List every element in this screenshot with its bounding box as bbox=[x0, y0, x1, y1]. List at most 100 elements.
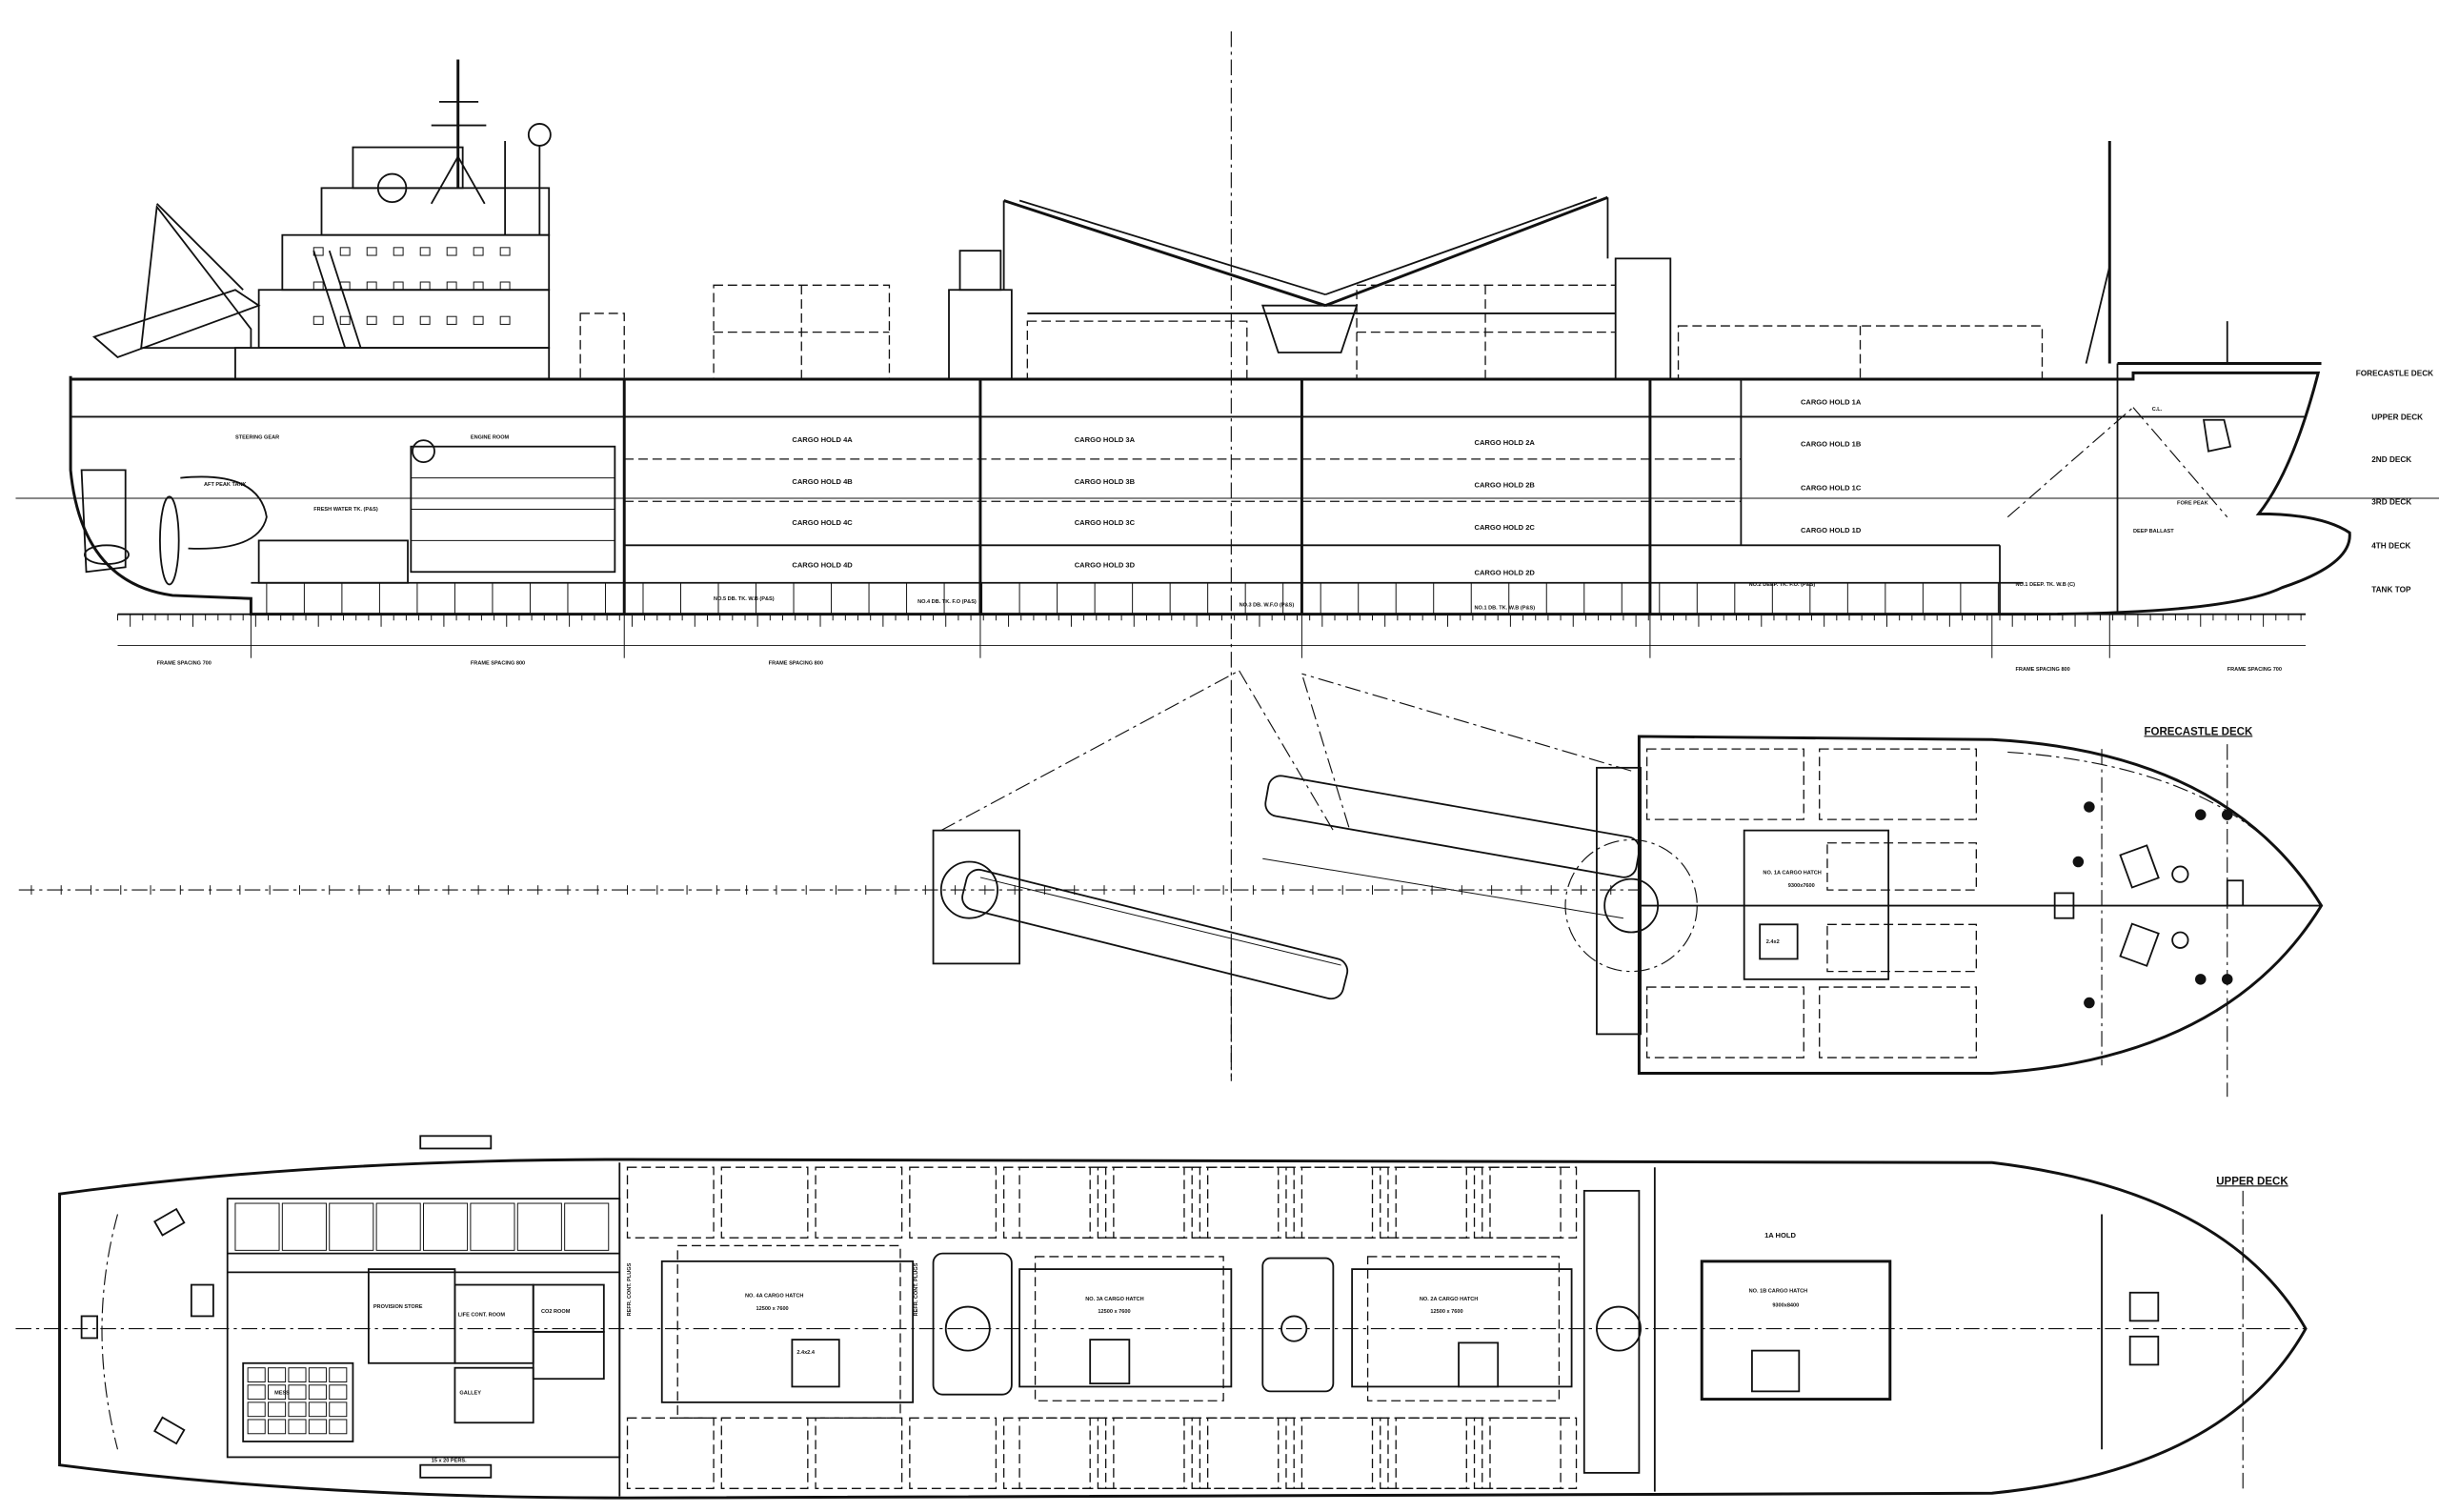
windlass bbox=[2119, 922, 2160, 967]
container-slot bbox=[1191, 1417, 1280, 1489]
frame-spacing-label: FRAME SPACING 800 bbox=[2015, 667, 2069, 673]
funnel-mark bbox=[376, 172, 408, 204]
tank-label: NO.3 DB. W.F.O (P&S) bbox=[1240, 602, 1295, 608]
deck-containers bbox=[713, 284, 2044, 380]
hold-label: CARGO HOLD 4B bbox=[792, 477, 853, 486]
compartment-label: ENGINE ROOM bbox=[471, 434, 510, 440]
hold-label: CARGO HOLD 4D bbox=[792, 560, 853, 569]
hold-label: CARGO HOLD 1B bbox=[1801, 440, 1862, 449]
hatch-size: 12500 x 7600 bbox=[756, 1306, 789, 1312]
hatch-size: 12500 x 7600 bbox=[1430, 1309, 1462, 1315]
radome bbox=[527, 123, 552, 147]
room-label: MESS bbox=[274, 1391, 290, 1397]
tank-label: NO.1 DB. TK. W.B (P&S) bbox=[1475, 606, 1536, 612]
window bbox=[366, 281, 377, 291]
small-hatch bbox=[1089, 1339, 1131, 1385]
deck-label-forecastle: FORECASTLE DECK bbox=[2356, 370, 2433, 378]
crane-stowed-aft bbox=[932, 829, 1349, 1000]
deck-label-2nd: 2ND DECK bbox=[2371, 455, 2411, 464]
double-bottom-floors bbox=[266, 582, 1999, 615]
cabin bbox=[564, 1202, 610, 1251]
frame-spacing-label: FRAME SPACING 800 bbox=[769, 660, 823, 666]
deck-label-tank-top: TANK TOP bbox=[2371, 586, 2411, 595]
container-slot bbox=[1489, 1166, 1578, 1239]
container-slot bbox=[1380, 1166, 1467, 1239]
container-slot bbox=[1285, 1166, 1374, 1239]
hatch-3a bbox=[1018, 1268, 1233, 1388]
container-slot bbox=[815, 1417, 903, 1489]
hold-label: CARGO HOLD 4A bbox=[792, 435, 853, 444]
mess-seat bbox=[268, 1367, 287, 1382]
deck-cranes bbox=[948, 195, 1672, 380]
window bbox=[312, 315, 324, 325]
cabin bbox=[516, 1202, 562, 1251]
container-slot bbox=[1285, 1417, 1374, 1489]
mess-seat bbox=[308, 1419, 327, 1435]
window bbox=[446, 315, 457, 325]
window bbox=[473, 315, 484, 325]
container-stowage-grid bbox=[626, 1166, 1578, 1489]
liferaft bbox=[419, 1463, 493, 1479]
container-slot bbox=[1300, 1417, 1389, 1489]
window bbox=[499, 315, 511, 325]
window bbox=[473, 247, 484, 256]
frame-spacing-label: FRAME SPACING 700 bbox=[157, 660, 212, 666]
container-slot bbox=[720, 1417, 809, 1489]
mess-seat bbox=[268, 1401, 287, 1418]
winch bbox=[2128, 1291, 2160, 1322]
hatch-cover-panels bbox=[1645, 748, 1977, 1058]
container-slot bbox=[1206, 1166, 1295, 1239]
mess-seat bbox=[329, 1401, 348, 1418]
lifeboat-davit bbox=[140, 204, 252, 349]
hold-label: CARGO HOLD 1C bbox=[1801, 484, 1862, 493]
rudder-bulb bbox=[83, 544, 130, 565]
window bbox=[419, 247, 431, 256]
tank-labels: NO.5 DB. TK. W.B (P&S) NO.4 DB. TK. F.O … bbox=[204, 407, 2208, 612]
hold-label: CARGO HOLD 2A bbox=[1475, 438, 1536, 447]
container-slot bbox=[1002, 1166, 1091, 1239]
deck-label-4th: 4TH DECK bbox=[2371, 542, 2410, 551]
container-slot bbox=[720, 1166, 809, 1239]
compartment-label: FRESH WATER TK. (P&S) bbox=[313, 507, 378, 513]
frame-spacing-label: FRAME SPACING 700 bbox=[2227, 667, 2282, 673]
compartment-label: C.L. bbox=[2152, 407, 2163, 413]
small-hatch bbox=[1458, 1341, 1500, 1388]
small-hatch-size: 2.4x2.4 bbox=[796, 1350, 816, 1356]
hold-label: CARGO HOLD 3D bbox=[1075, 560, 1136, 569]
cabin bbox=[423, 1202, 469, 1251]
container-slot bbox=[1113, 1417, 1201, 1489]
hold-label: CARGO HOLD 2D bbox=[1475, 569, 1536, 577]
hold-label: CARGO HOLD 2C bbox=[1475, 523, 1536, 532]
hatch-2a bbox=[1351, 1268, 1573, 1388]
tank-label: NO.1 DEEP. TK. W.B (C) bbox=[2015, 582, 2075, 588]
small-hatch bbox=[1759, 923, 1799, 960]
winch bbox=[2128, 1335, 2160, 1366]
window bbox=[312, 281, 324, 291]
container-slot bbox=[1395, 1417, 1483, 1489]
hold-label: CARGO HOLD 1D bbox=[1801, 526, 1862, 534]
container-slot bbox=[1206, 1417, 1295, 1489]
mess-seat bbox=[288, 1384, 307, 1401]
mess-seat bbox=[268, 1419, 287, 1435]
lifeboat-label: 15 x 20 PERS. bbox=[432, 1458, 467, 1463]
window bbox=[499, 247, 511, 256]
cabin bbox=[234, 1202, 280, 1251]
container-slot bbox=[1473, 1166, 1562, 1239]
mess-seat bbox=[247, 1419, 266, 1435]
hatch-label: NO. 4A CARGO HATCH bbox=[745, 1294, 803, 1300]
cabin bbox=[375, 1202, 421, 1251]
hold-label: CARGO HOLD 3B bbox=[1075, 477, 1136, 486]
centerline-frame-ticks bbox=[30, 885, 1612, 896]
crane-jib-aft bbox=[1003, 199, 1326, 308]
container-slot bbox=[1300, 1166, 1389, 1239]
propeller bbox=[159, 495, 180, 586]
window bbox=[339, 315, 351, 325]
cabin bbox=[281, 1202, 327, 1251]
cargo-hatches: NO. 4A CARGO HATCH 12500 x 7600 2.4x2.4 … bbox=[660, 1189, 1892, 1474]
hull-outline bbox=[69, 371, 2351, 616]
windlass bbox=[2119, 844, 2160, 889]
mess-seat bbox=[268, 1384, 287, 1401]
container-slot bbox=[1018, 1166, 1107, 1239]
compartment-label: FORE PEAK bbox=[2177, 501, 2208, 507]
